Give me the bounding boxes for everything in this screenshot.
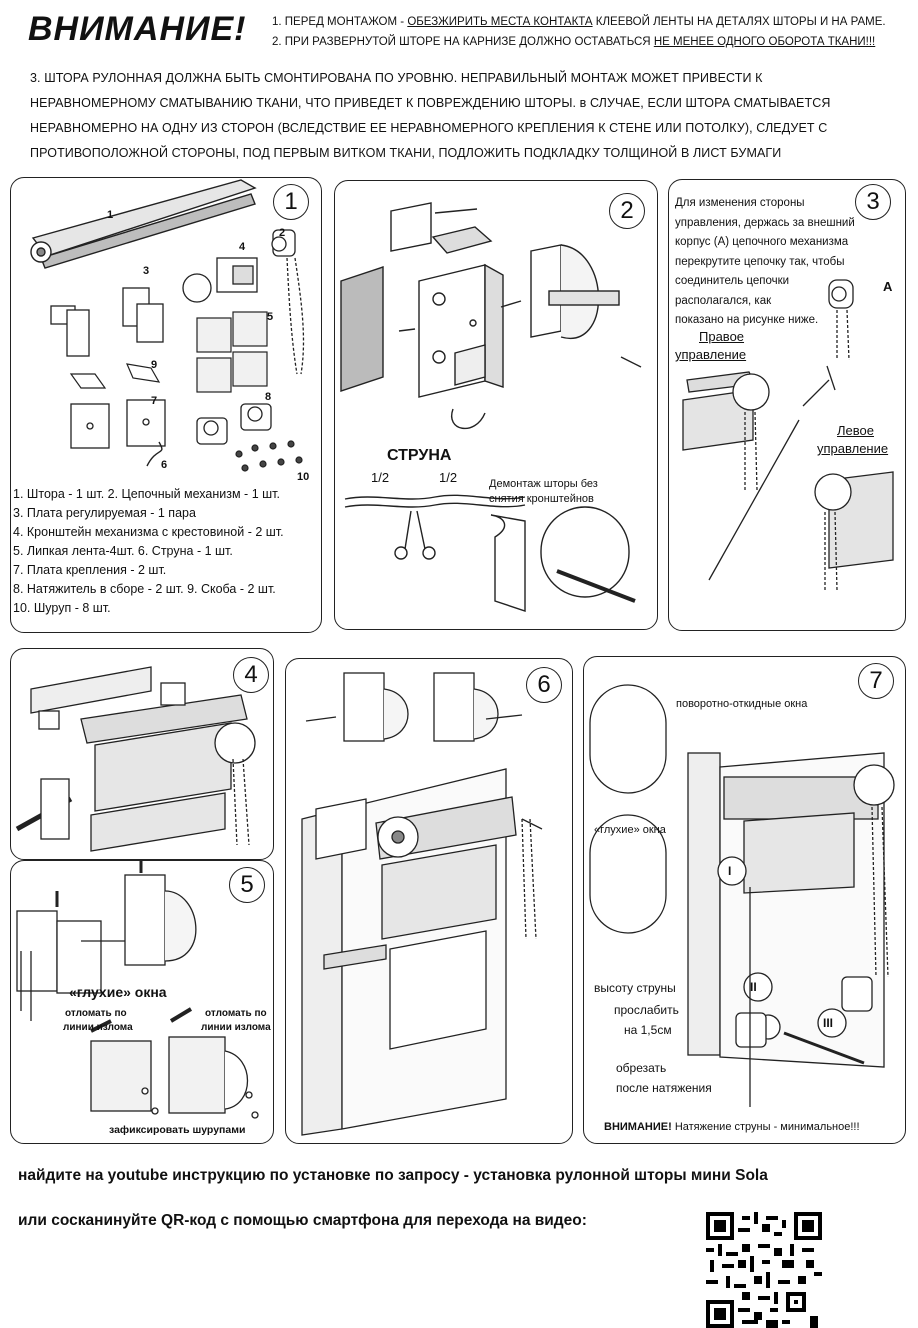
mechanism-bracket-part bbox=[182, 257, 258, 303]
note-2: 2. ПРИ РАЗВЕРНУТОЙ ШТОРЕ НА КАРНИЗЕ ДОЛЖ… bbox=[272, 36, 876, 48]
callout-5: 5 bbox=[267, 311, 274, 323]
adjustable-plates-part bbox=[50, 287, 164, 357]
ceiling-mount-illustration bbox=[15, 666, 256, 852]
step-number-5: 5 bbox=[229, 867, 265, 903]
warning-bold: ВНИМАНИЕ! bbox=[604, 1121, 672, 1133]
instruction-line: соединитель цепочки bbox=[675, 275, 790, 287]
mounting-plates-part bbox=[70, 399, 166, 449]
break-line-label-1: отломать по bbox=[65, 1008, 127, 1019]
parts-list: 1. Штора - 1 шт. 2. Цепочный механизм - … bbox=[13, 485, 284, 618]
roman-numeral-1: I bbox=[728, 864, 732, 878]
left-control-label-1: Левое bbox=[837, 423, 874, 438]
cut-label-1: обрезать bbox=[616, 1061, 667, 1075]
instruction-line: перекрутите цепочку так, чтобы bbox=[675, 255, 845, 268]
break-line-label-3: отломать по bbox=[205, 1008, 267, 1019]
tensioner-part bbox=[196, 403, 272, 445]
note-3: 3. ШТОРА РУЛОННАЯ ДОЛЖНА БЫТЬ СМОНТИРОВА… bbox=[30, 71, 831, 160]
step-number-1: 1 bbox=[273, 184, 309, 220]
dismount-caption-1: Демонтаж шторы без bbox=[489, 478, 598, 490]
step-number-6: 6 bbox=[526, 667, 562, 703]
adhesive-tape-part bbox=[196, 311, 268, 393]
dismount-caption-2: снятия кронштейнов bbox=[489, 493, 594, 505]
fixed-windows-illustration bbox=[16, 861, 259, 1119]
chain-mechanism-part bbox=[271, 229, 305, 375]
note-1: 1. ПЕРЕД МОНТАЖОМ - ОБЕЗЖИРИТЬ МЕСТА КОН… bbox=[272, 16, 886, 28]
blind-windows-label-7: «глухие» окна bbox=[594, 824, 666, 836]
parts-list-item: 1. Штора - 1 шт. 2. Цепочный механизм - … bbox=[13, 487, 280, 501]
instruction-line: Для изменения стороны bbox=[675, 197, 805, 209]
housing-a-label: A bbox=[883, 279, 893, 294]
callout-9: 9 bbox=[151, 359, 158, 371]
control-side-illustration bbox=[682, 279, 894, 591]
roller-tube-part bbox=[30, 179, 257, 269]
instruction-line: корпус (А) цепочного механизма bbox=[675, 236, 849, 248]
roman-numeral-2: II bbox=[750, 980, 757, 994]
warning-text: Натяжение струны - минимальное!!! bbox=[671, 1121, 860, 1133]
parts-list-item: 3. Плата регулируемая - 1 пара bbox=[13, 506, 196, 520]
step-number-4: 4 bbox=[233, 657, 269, 693]
break-line-label-4: линии излома bbox=[201, 1022, 271, 1033]
instruction-line: показано на рисунке ниже. bbox=[675, 314, 819, 326]
cut-label-2: после натяжения bbox=[616, 1081, 712, 1095]
step-number-7: 7 bbox=[858, 663, 894, 699]
parts-list-item: 7. Плата крепления - 2 шт. bbox=[13, 563, 167, 577]
sash-mount-illustration bbox=[301, 672, 543, 1136]
step-number-3: 3 bbox=[855, 184, 891, 220]
instruction-line: располагался, как bbox=[675, 294, 772, 307]
kit-parts-illustration bbox=[30, 179, 305, 472]
half-left-label: 1/2 bbox=[371, 470, 390, 485]
parts-list-item: 10. Шуруп - 8 шт. bbox=[13, 601, 111, 615]
parts-list-item: 5. Липкая лента-4шт. 6. Струна - 1 шт. bbox=[13, 544, 233, 558]
tilt-windows-label: поворотно-откидные окна bbox=[676, 698, 808, 710]
header-notes: 1. ПЕРЕД МОНТАЖОМ - ОБЕЗЖИРИТЬ МЕСТА КОН… bbox=[272, 12, 886, 52]
callout-1: 1 bbox=[107, 209, 114, 221]
slack-label-3: на 1,5см bbox=[624, 1023, 672, 1037]
control-side-instructions: Для изменения стороны управления, держас… bbox=[675, 194, 855, 331]
right-control-label-2: управление bbox=[675, 347, 747, 362]
fix-screws-label: зафиксировать шурупами bbox=[109, 1124, 246, 1136]
callout-7: 7 bbox=[151, 395, 158, 407]
plate-assembly-illustration bbox=[340, 202, 642, 612]
tension-warning: ВНИМАНИЕ! Натяжение струны - минимальное… bbox=[604, 1120, 860, 1134]
parts-list-item: 8. Натяжитель в сборе - 2 шт. 9. Скоба -… bbox=[13, 582, 276, 596]
panel-3-control-side: 3 Для изменения стороны управления, держ… bbox=[668, 179, 906, 631]
callout-2: 2 bbox=[279, 227, 286, 239]
string-tension-illustration bbox=[589, 684, 895, 1107]
staple-part bbox=[69, 363, 161, 389]
qr-instruction: или сосканинуйте QR-код с помощью смартф… bbox=[18, 1212, 587, 1229]
page-title: ВНИМАНИЕ! bbox=[28, 10, 247, 48]
string-part bbox=[146, 441, 163, 467]
slack-label-1: высоту струны bbox=[594, 981, 676, 995]
panel-4-ceiling-mount: 4 bbox=[10, 648, 274, 860]
screws-part bbox=[235, 440, 303, 472]
callout-3: 3 bbox=[143, 265, 150, 277]
panel-7-string-tension: 7 поворотно-откидные окна «глухие» окна … bbox=[583, 656, 906, 1144]
break-line-label-2: линии излома bbox=[63, 1022, 133, 1033]
callout-10: 10 bbox=[297, 471, 310, 483]
step-number-2: 2 bbox=[609, 193, 645, 229]
youtube-instruction: найдите на youtube инструкцию по установ… bbox=[18, 1167, 768, 1184]
callout-4: 4 bbox=[239, 241, 246, 253]
roman-numeral-3: III bbox=[823, 1016, 834, 1030]
panel-5-fixed-windows: 5 «глухие» окна отломать по линии излома… bbox=[10, 860, 274, 1144]
string-label: СТРУНА bbox=[387, 447, 452, 464]
instruction-line: управления, держась за внешний bbox=[675, 216, 855, 229]
half-right-label: 1/2 bbox=[439, 470, 458, 485]
qr-code[interactable] bbox=[706, 1212, 822, 1328]
left-control-label-2: управление bbox=[817, 441, 889, 456]
panel-1-kit-contents: 1 bbox=[10, 177, 322, 633]
right-control-label-1: Правое bbox=[699, 329, 745, 344]
callout-8: 8 bbox=[265, 391, 272, 403]
slack-label-2: прослабить bbox=[614, 1003, 679, 1017]
panel-6-sash-mount: 6 bbox=[285, 658, 573, 1144]
blind-windows-label: «глухие» окна bbox=[69, 984, 167, 1000]
parts-list-item: 4. Кронштейн механизма с крестовиной - 2… bbox=[13, 525, 284, 539]
panel-2-plate-assembly: 2 СТРУНА 1/2 1/2 Демонтаж шторы без снят… bbox=[334, 180, 658, 630]
callout-6: 6 bbox=[161, 459, 168, 471]
